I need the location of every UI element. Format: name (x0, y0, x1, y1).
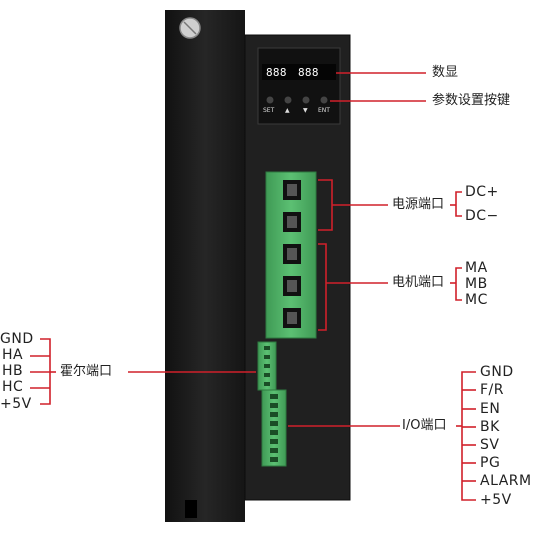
hall-pin-ha: HA (2, 347, 24, 363)
io-pin-pg: PG (480, 455, 501, 471)
io-pin-bk: BK (480, 419, 500, 435)
set-button[interactable] (265, 95, 275, 105)
io-pin-5v: +5V (480, 492, 512, 508)
io-connector (261, 389, 287, 467)
hall-pin-hb: HB (2, 363, 24, 379)
io-pin-gnd: GND (480, 364, 514, 380)
io-pin-sv: SV (480, 437, 500, 453)
mounting-slot (185, 500, 197, 518)
down-button-label: ▼ (303, 107, 308, 114)
up-button[interactable] (283, 95, 293, 105)
display-readout-right: 888 (298, 66, 319, 79)
io-port-callout: I/O端口 (402, 418, 447, 433)
pin-mc: MC (465, 292, 488, 308)
io-pin-fr: F/R (480, 382, 504, 398)
seven-seg-display (262, 64, 336, 80)
display-callout: 数显 (432, 65, 459, 80)
pin-mb: MB (465, 276, 488, 292)
terminal-screws (283, 180, 301, 328)
heatsink-body (165, 10, 245, 522)
display-window (257, 47, 341, 125)
io-pin-en: EN (480, 401, 501, 417)
pin-ma: MA (465, 260, 488, 276)
hall-pin-hc: HC (2, 379, 24, 395)
power-port-callout: 电源端口 (392, 197, 445, 212)
pin-dc-plus: DC+ (465, 184, 499, 200)
io-pin-alarm: ALARM (480, 473, 532, 489)
hall-port-callout: 霍尔端口 (60, 364, 113, 379)
up-button-label: ▲ (285, 107, 290, 114)
pin-dc-minus: DC− (465, 208, 499, 224)
enter-button[interactable] (319, 95, 329, 105)
hall-pin-gnd: GND (0, 331, 34, 347)
motor-port-callout: 电机端口 (392, 275, 445, 290)
callout-lines (30, 72, 476, 501)
down-button[interactable] (301, 95, 311, 105)
hall-pin-5v: +5V (0, 396, 32, 412)
set-button-label: SET (263, 107, 275, 114)
enter-button-label: ENT (318, 107, 330, 114)
display-readout-left: 888 (266, 66, 287, 79)
keys-callout: 参数设置按键 (432, 93, 511, 108)
